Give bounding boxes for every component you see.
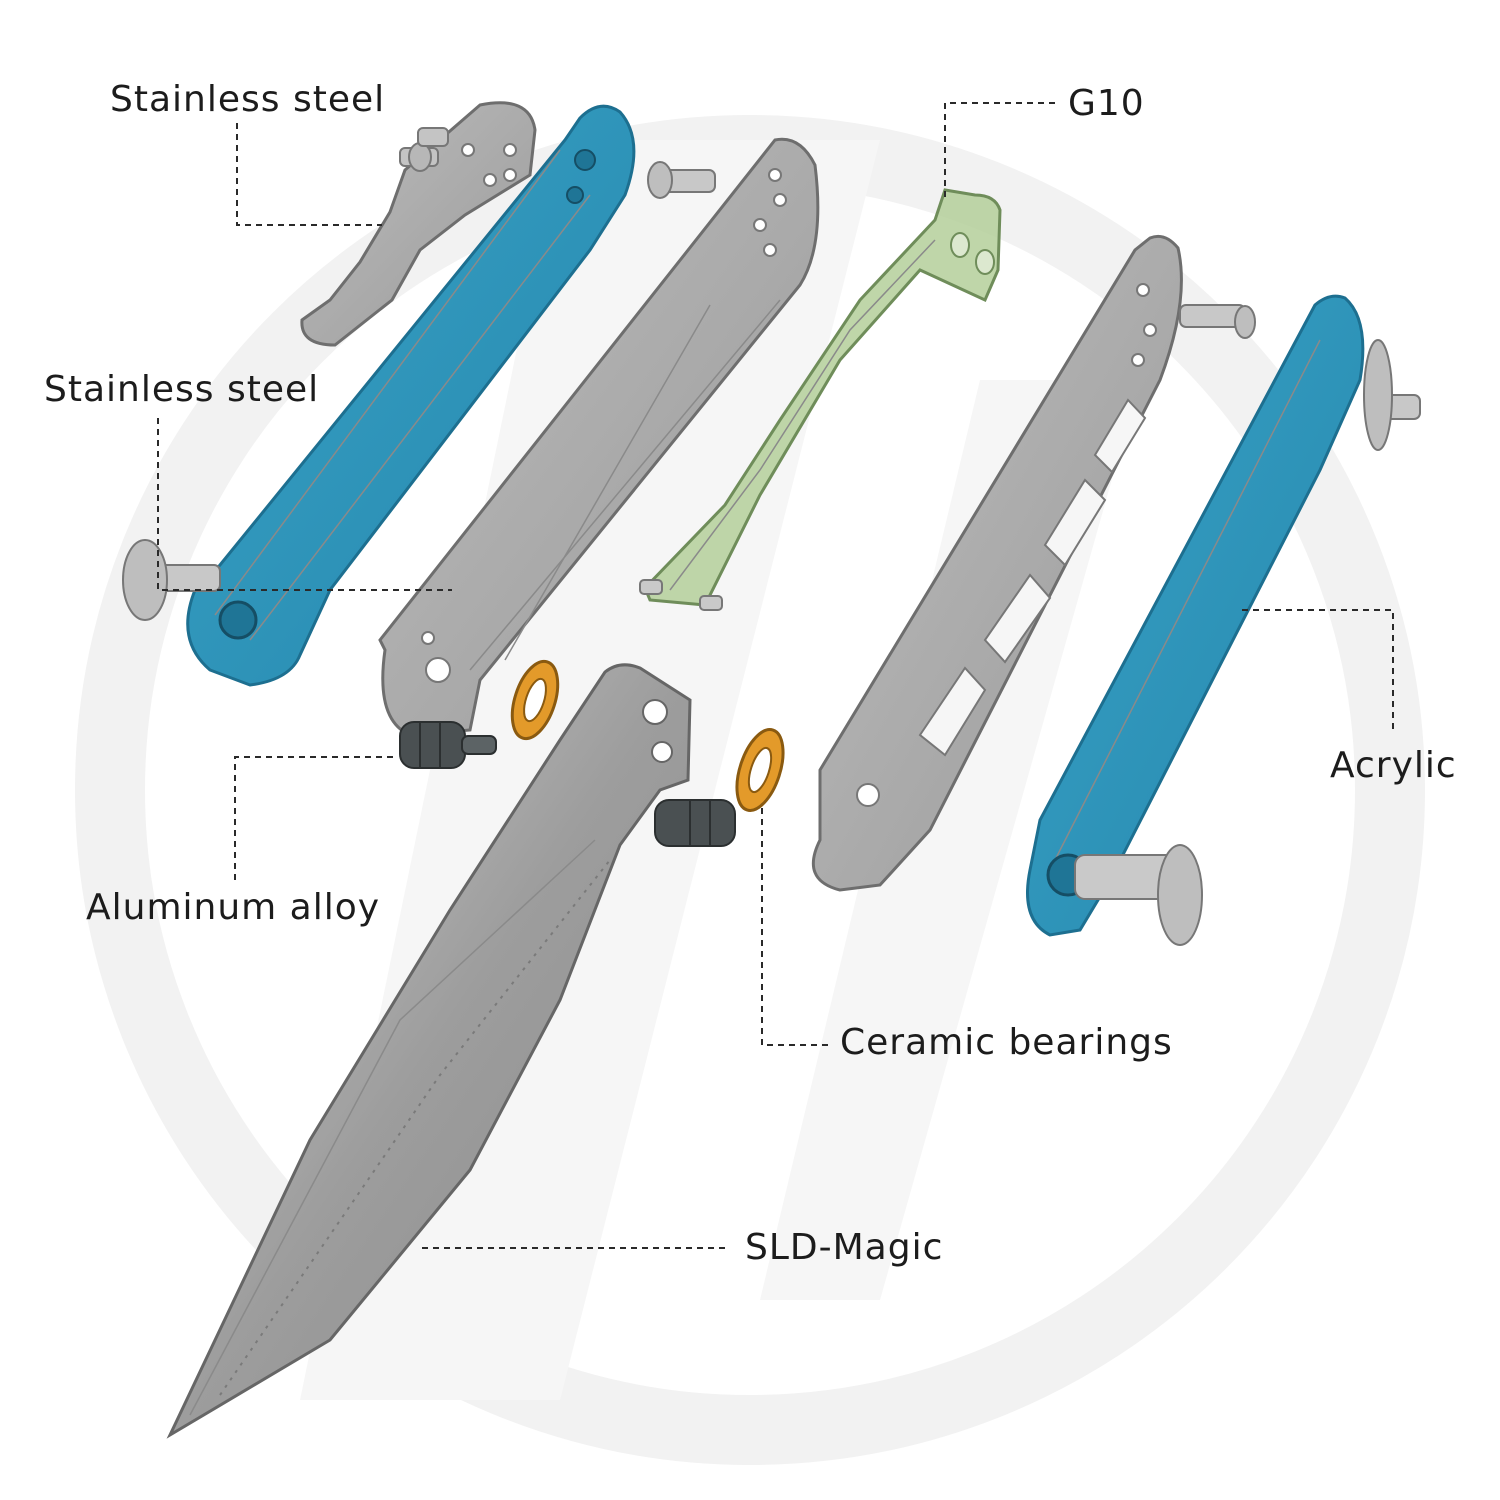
pocket-clip xyxy=(300,101,537,347)
right-liner-screw xyxy=(1179,304,1256,339)
label-clip-material: Stainless steel xyxy=(110,79,386,120)
label-pivot-material: Aluminum alloy xyxy=(86,887,381,928)
pivot-barrel-left xyxy=(399,721,497,769)
right-steel-liner xyxy=(811,234,1183,892)
pivot-barrel-right xyxy=(654,799,736,847)
label-liner-material: Stainless steel xyxy=(44,369,320,410)
liner-screw xyxy=(647,161,716,199)
left-acrylic-scale xyxy=(186,104,636,687)
label-blade-material: SLD-Magic xyxy=(745,1227,944,1268)
label-bearing-material: Ceramic bearings xyxy=(840,1022,1173,1063)
left-steel-liner xyxy=(378,137,820,737)
right-scale-standoffs xyxy=(1074,339,1421,946)
bearing-left xyxy=(510,659,560,741)
label-backspacer-material: G10 xyxy=(1068,83,1145,124)
clip-screws xyxy=(399,127,449,172)
g10-backspacer xyxy=(639,188,1002,611)
blade xyxy=(166,663,692,1439)
label-scale-material: Acrylic xyxy=(1330,745,1457,786)
bearing-right xyxy=(735,728,785,812)
pivot-standoff-left xyxy=(122,539,221,621)
leader-lines xyxy=(157,102,1394,1249)
